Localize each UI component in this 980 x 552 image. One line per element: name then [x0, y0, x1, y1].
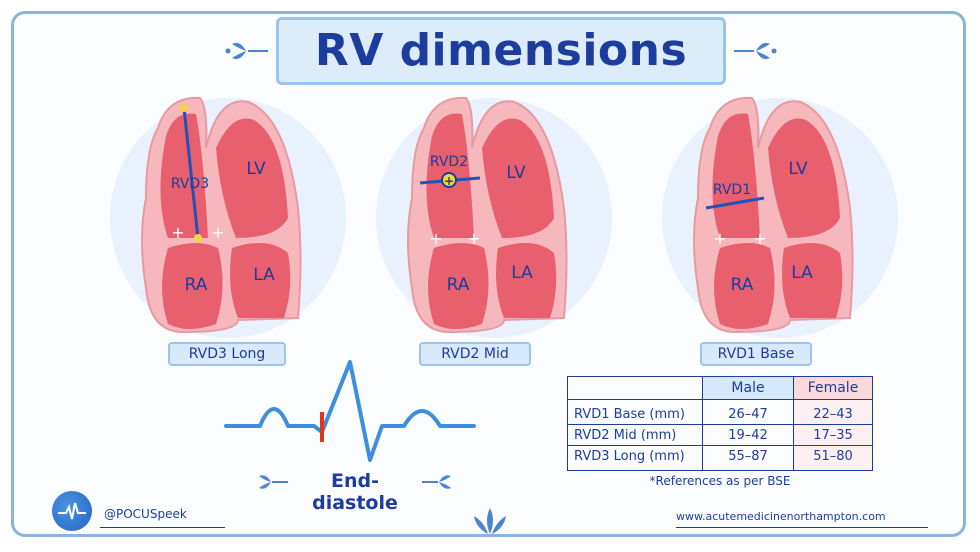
table-row: RVD1 Base (mm) 26–47 22–43	[567, 399, 873, 425]
heart-diagram-rvd2: + + + RVD2 LV RA LA	[376, 96, 612, 338]
rvd1-measure-line	[705, 196, 765, 210]
row-female-value: 17–35	[793, 424, 873, 446]
la-label: LA	[511, 263, 533, 283]
lv-label: LV	[506, 163, 526, 183]
view-caption-rvd2: RVD2 Mid	[419, 342, 531, 366]
ecg-waveform	[224, 360, 476, 462]
header-female: Female	[793, 376, 873, 400]
svg-text:+: +	[171, 223, 184, 242]
ecg-label: End-diastole	[312, 470, 398, 514]
right-flourish-icon	[734, 42, 777, 60]
row-name: RVD3 Long (mm)	[567, 445, 703, 471]
reference-table: Male Female RVD1 Base (mm) 26–47 22–43 R…	[567, 376, 873, 471]
ra-label: RA	[185, 275, 208, 295]
ra-label: RA	[447, 275, 470, 295]
title-banner: RV dimensions	[276, 17, 726, 85]
heart-diagram-rvd1: + + RVD1 LV RA LA	[662, 96, 898, 338]
rv-chamber	[712, 113, 760, 238]
view-caption-rvd3: RVD3 Long	[168, 342, 286, 366]
lv-label: LV	[788, 159, 808, 179]
ra-chamber	[714, 243, 775, 329]
svg-text:+: +	[467, 229, 480, 248]
la-label: LA	[791, 263, 813, 283]
heart-diagram-rvd3: + + RVD3 LV RA LA	[110, 96, 346, 338]
row-female-value: 51–80	[793, 445, 873, 471]
left-flourish-icon	[225, 42, 268, 60]
midpoint-marker-icon	[441, 172, 457, 188]
svg-text:+: +	[429, 229, 442, 248]
rvd3-measure-line	[182, 107, 200, 239]
la-chamber	[782, 243, 843, 318]
row-name: RVD2 Mid (mm)	[567, 424, 703, 446]
table-header-row: Male Female	[567, 376, 873, 400]
lv-chamber	[216, 118, 288, 238]
measure-label: RVD1	[713, 182, 751, 198]
table-row: RVD2 Mid (mm) 19–42 17–35	[567, 424, 873, 446]
row-male-value: 26–47	[702, 399, 794, 425]
table-row: RVD3 Long (mm) 55–87 51–80	[567, 445, 873, 471]
avatar	[52, 491, 92, 531]
la-chamber	[230, 243, 291, 318]
ra-chamber	[428, 243, 489, 329]
la-label: LA	[253, 265, 275, 285]
svg-text:+: +	[713, 229, 726, 248]
divider	[100, 527, 225, 528]
ecg-trace	[224, 360, 476, 462]
view-caption-rvd1: RVD1 Base	[700, 342, 812, 366]
apex-point	[180, 104, 188, 112]
svg-text:+: +	[444, 174, 454, 188]
right-flourish-icon	[422, 475, 451, 489]
ecg-avatar-icon	[58, 502, 86, 520]
social-handle[interactable]: @POCUSpeek	[104, 507, 187, 521]
svg-text:+: +	[211, 223, 224, 242]
website-link[interactable]: www.acutemedicinenorthampton.com	[676, 510, 886, 523]
ra-chamber	[162, 243, 223, 329]
row-name: RVD1 Base (mm)	[567, 399, 703, 425]
header-male: Male	[702, 376, 794, 400]
annulus-midpoint	[194, 234, 202, 242]
header-blank	[567, 376, 703, 400]
reference-note: *References as per BSE	[649, 474, 791, 488]
row-female-value: 22–43	[793, 399, 873, 425]
page-title: RV dimensions	[314, 25, 688, 76]
lv-chamber	[768, 118, 840, 238]
la-chamber	[496, 243, 557, 318]
lv-label: LV	[246, 159, 266, 179]
measure-label: RVD3	[171, 176, 209, 192]
lv-chamber	[482, 118, 554, 238]
svg-text:+: +	[753, 229, 766, 248]
measure-label: RVD2	[430, 154, 468, 170]
row-male-value: 19–42	[702, 424, 794, 446]
divider	[676, 527, 928, 528]
left-flourish-icon	[259, 475, 288, 489]
ra-label: RA	[731, 275, 754, 295]
row-male-value: 55–87	[702, 445, 794, 471]
bottom-flourish-icon	[474, 508, 506, 534]
